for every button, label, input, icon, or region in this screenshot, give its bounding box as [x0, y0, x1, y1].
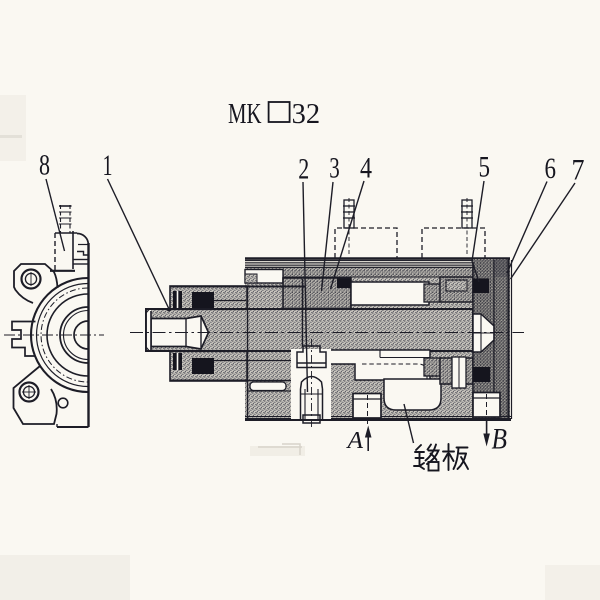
svg-text:2: 2	[298, 153, 309, 186]
svg-text:6: 6	[545, 152, 557, 185]
svg-text:32: 32	[292, 98, 321, 130]
svg-text:MK: MK	[228, 98, 262, 130]
svg-text:3: 3	[329, 152, 340, 185]
svg-text:5: 5	[479, 151, 491, 184]
svg-text:7: 7	[572, 154, 585, 187]
svg-text:4: 4	[360, 152, 372, 185]
svg-text:1: 1	[103, 149, 113, 182]
svg-text:A: A	[345, 428, 363, 454]
svg-text:8: 8	[39, 149, 50, 182]
svg-text:B: B	[492, 423, 508, 456]
